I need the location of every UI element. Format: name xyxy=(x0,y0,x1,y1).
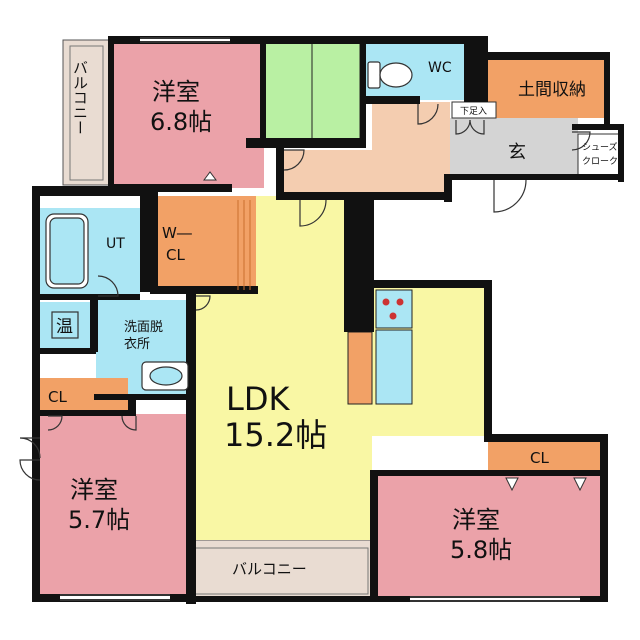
washroom-label-1: 洗面脱 xyxy=(124,320,163,335)
wash-basin-fixture xyxy=(141,361,189,391)
water-heater-floor xyxy=(40,302,92,348)
shoe-rack-label: 下足入 xyxy=(460,106,487,117)
walk-in-closet-label-1: W― xyxy=(162,224,192,242)
water-heater-label: 温 xyxy=(56,317,73,337)
western-room-top-size: 6.8帖 xyxy=(150,108,212,136)
ldk-floor xyxy=(190,196,486,540)
entrance-floor xyxy=(450,118,578,176)
western-room-right-floor xyxy=(376,474,602,598)
stove-burners xyxy=(382,298,404,320)
ldk-name: LDK xyxy=(226,380,290,418)
balcony-left xyxy=(62,39,111,186)
walk-in-closet-floor xyxy=(150,196,232,288)
closet-left-label: CL xyxy=(48,388,67,406)
walk-in-closet-label-2: CL xyxy=(166,246,185,264)
closet-right-label: CL xyxy=(530,449,549,467)
washroom-label-2: 衣所 xyxy=(124,336,150,352)
unit-bath-label: UT xyxy=(106,236,125,252)
bathtub-fixture xyxy=(45,213,89,289)
windows xyxy=(60,37,580,602)
ldk-label: LDK 15.2帖 xyxy=(224,380,327,454)
western-room-top-name: 洋室 xyxy=(152,78,200,106)
toilet-fixture xyxy=(367,61,413,89)
shoes-cloak-floor xyxy=(577,133,621,177)
western-room-left-name: 洋室 xyxy=(70,476,118,504)
tatami-panels xyxy=(263,41,361,141)
entrance-label: 玄 xyxy=(508,142,526,163)
earth-floor-storage-floor xyxy=(486,58,606,118)
doors xyxy=(19,103,591,481)
shoes-cloak-label-2: クローク xyxy=(582,156,618,167)
wc-label: WC xyxy=(428,60,452,76)
water-heater-box xyxy=(51,311,79,339)
balcony-bottom-label: バルコニー xyxy=(232,560,307,578)
ldk-size: 15.2帖 xyxy=(224,416,327,454)
earth-floor-storage-label: 土間収納 xyxy=(518,80,586,100)
closet-door-markers xyxy=(203,171,587,492)
western-room-left-size: 5.7帖 xyxy=(68,506,130,534)
kitchen-stove xyxy=(375,289,413,329)
western-room-left-label: 洋室 5.7帖 xyxy=(68,476,130,534)
hall-floor xyxy=(282,102,450,196)
western-room-right-size: 5.8帖 xyxy=(450,536,512,564)
western-room-left-floor xyxy=(40,414,186,598)
western-room-right-label: 洋室 5.8帖 xyxy=(450,506,512,564)
western-room-top-floor xyxy=(112,42,264,188)
kitchen-sink xyxy=(375,329,413,405)
stairs-lines xyxy=(237,200,251,290)
western-room-top-label: 洋室 6.8帖 xyxy=(150,78,212,136)
kitchen-counter xyxy=(347,331,373,405)
closet-right-floor xyxy=(488,438,602,472)
balcony-left-label: バルコニー xyxy=(71,60,89,135)
western-room-right-name: 洋室 xyxy=(452,506,500,534)
shoes-cloak-label-1: シューズ xyxy=(582,141,618,153)
